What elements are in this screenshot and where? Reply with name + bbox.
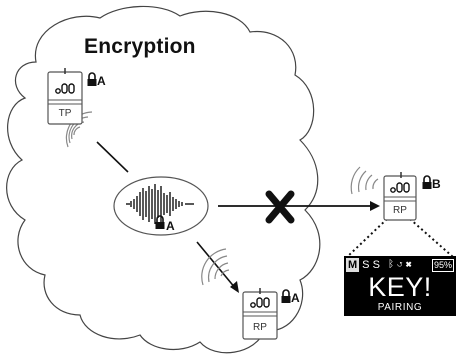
rp-outside-signal-arcs bbox=[350, 166, 379, 195]
rp-cloud-signal-arcs bbox=[201, 248, 230, 286]
device-rp-outside bbox=[383, 172, 432, 221]
device-rp-cloud-dials-icon bbox=[250, 297, 270, 308]
rp-cloud-lock-icon bbox=[281, 289, 291, 303]
status-icons: ᛒ ↺ ✖ bbox=[388, 258, 412, 272]
rp-cloud-key-label: A bbox=[291, 291, 300, 305]
diagram-title: Encryption bbox=[84, 35, 196, 58]
rp-cloud-device-label: RP bbox=[253, 322, 267, 333]
tp-to-audio-line bbox=[96, 141, 129, 173]
blocked-cross-icon bbox=[265, 190, 295, 224]
rp-outside-lock-icon bbox=[422, 175, 432, 189]
tp-lock-icon bbox=[87, 72, 97, 86]
audio-waveform bbox=[126, 184, 194, 224]
bluetooth-icon: ᛒ bbox=[388, 259, 394, 270]
mode-badge: M bbox=[346, 258, 360, 272]
mute-icon: ✖ bbox=[405, 259, 412, 270]
audio-key-label: A bbox=[166, 219, 175, 233]
screen-message: KEY! bbox=[368, 272, 432, 302]
loop-icon: ↺ bbox=[396, 259, 403, 270]
audio-to-rp-cloud-arrow bbox=[196, 241, 239, 293]
audio-to-rp-outside-arrow bbox=[218, 201, 380, 211]
battery-indicator: 95% bbox=[431, 259, 454, 272]
rp-outside-device-label: RP bbox=[393, 205, 407, 216]
rp-outside-key-label: B bbox=[432, 177, 441, 191]
audio-lock-icon bbox=[155, 215, 165, 229]
screen-submessage: PAIRING bbox=[377, 302, 423, 313]
device-tp bbox=[47, 68, 97, 125]
device-rp-outside-dials-icon bbox=[390, 182, 410, 193]
device-tp-dials-icon bbox=[55, 83, 75, 94]
device-rp-cloud bbox=[242, 288, 291, 340]
tp-key-label: A bbox=[97, 74, 106, 88]
screen-callout-lines bbox=[346, 218, 454, 258]
tp-device-label: TP bbox=[58, 108, 72, 119]
mode-extra-label: S S bbox=[362, 259, 380, 271]
